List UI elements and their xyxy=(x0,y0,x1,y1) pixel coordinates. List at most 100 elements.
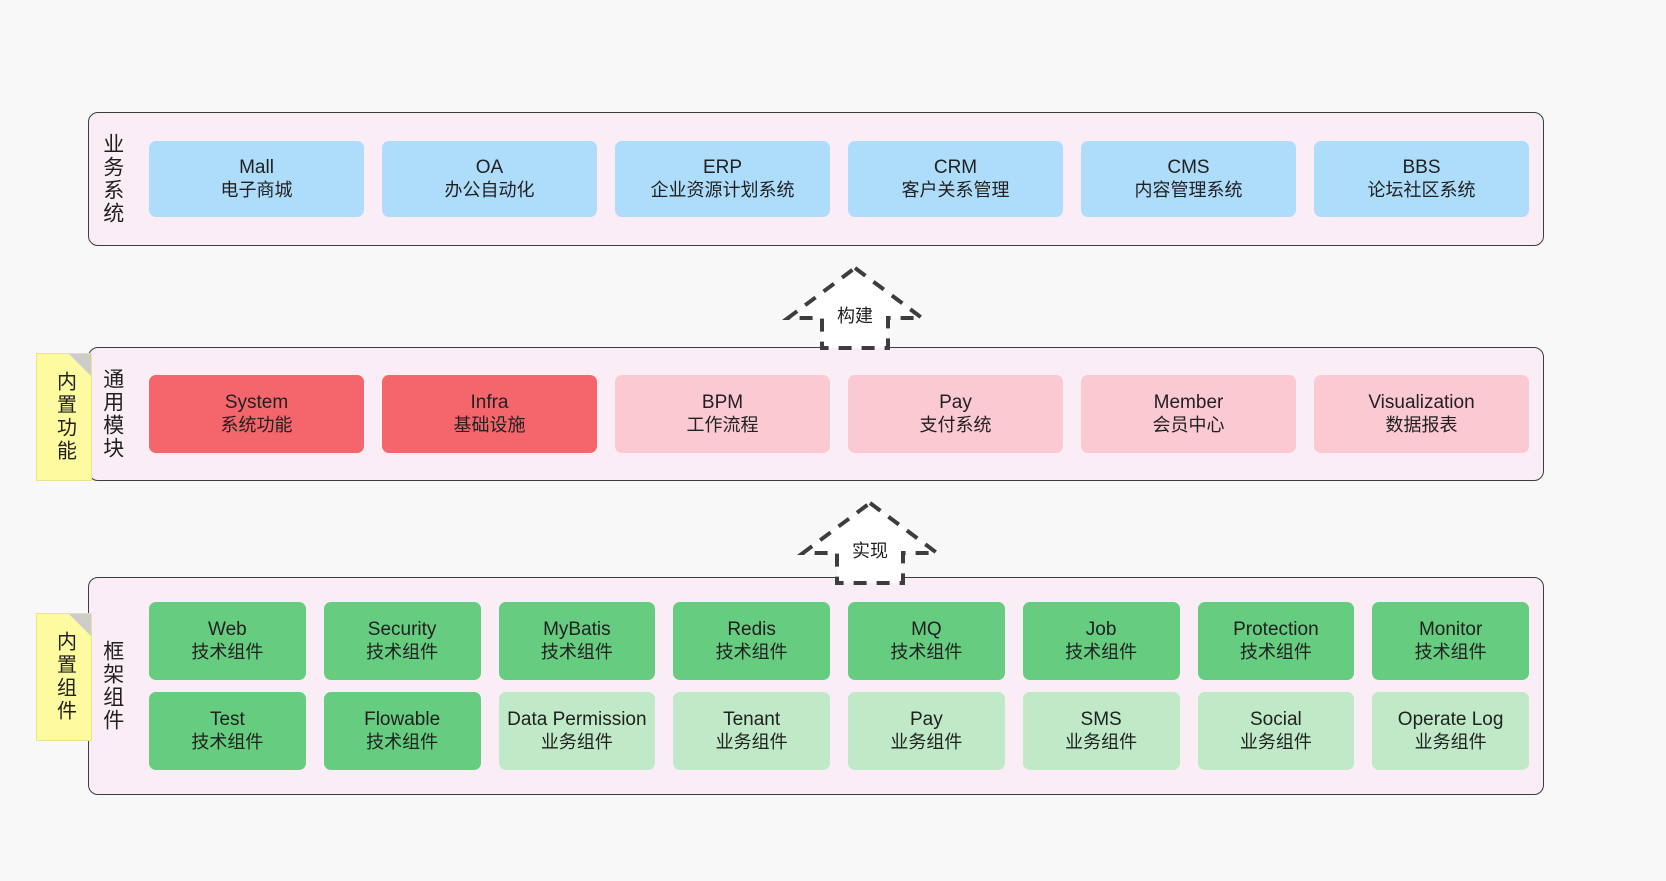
card-visualization[interactable]: Visualization 数据报表 xyxy=(1314,375,1529,453)
card-title-cn: 企业资源计划系统 xyxy=(650,179,795,200)
sticky-note-label: 内置组件 xyxy=(53,631,76,723)
card-title-cn: 支付系统 xyxy=(919,414,992,435)
card-title-cn: 业务组件 xyxy=(1239,731,1312,752)
folded-corner-icon xyxy=(69,614,91,636)
card-title-cn: 技术组件 xyxy=(191,641,264,662)
card-title-en: Test xyxy=(209,709,245,731)
card-row: Mall 电子商城 OA 办公自动化 ERP 企业资源计划系统 CRM 客户关系… xyxy=(149,141,1529,217)
card-data-permission[interactable]: Data Permission 业务组件 xyxy=(498,692,656,770)
card-title-en: Data Permission xyxy=(507,709,647,731)
sticky-note-builtin-features: 内置功能 xyxy=(36,353,92,481)
card-protection[interactable]: Protection 技术组件 xyxy=(1197,602,1355,680)
card-title-en: Redis xyxy=(727,619,776,641)
card-title-cn: 技术组件 xyxy=(1414,641,1487,662)
card-test[interactable]: Test 技术组件 xyxy=(149,692,306,770)
layer-common-modules: 通用模块 System 系统功能 Infra 基础设施 BPM 工作流程 Pay xyxy=(88,347,1544,481)
card-title-cn: 技术组件 xyxy=(715,641,788,662)
card-crm[interactable]: CRM 客户关系管理 xyxy=(848,141,1063,217)
card-title-en: MyBatis xyxy=(543,619,611,641)
card-row: Test 技术组件 Flowable 技术组件 Data Permission … xyxy=(149,692,1529,770)
card-erp[interactable]: ERP 企业资源计划系统 xyxy=(615,141,830,217)
card-title-cn: 办公自动化 xyxy=(444,179,535,200)
card-title-cn: 技术组件 xyxy=(1239,641,1312,662)
layer-body-common-modules: System 系统功能 Infra 基础设施 BPM 工作流程 Pay 支付系统… xyxy=(135,348,1543,480)
card-infra[interactable]: Infra 基础设施 xyxy=(382,375,597,453)
card-redis[interactable]: Redis 技术组件 xyxy=(673,602,830,680)
card-title-en: ERP xyxy=(702,157,743,179)
card-web[interactable]: Web 技术组件 xyxy=(149,602,306,680)
layer-body-framework-components: Web 技术组件 Security 技术组件 MyBatis 技术组件 Redi… xyxy=(135,578,1543,794)
card-mybatis[interactable]: MyBatis 技术组件 xyxy=(498,602,656,680)
card-title-en: Member xyxy=(1153,392,1224,414)
card-title-en: Monitor xyxy=(1418,619,1483,641)
card-title-en: OA xyxy=(475,157,504,179)
card-title-cn: 技术组件 xyxy=(366,731,439,752)
card-oa[interactable]: OA 办公自动化 xyxy=(382,141,597,217)
card-cms[interactable]: CMS 内容管理系统 xyxy=(1081,141,1296,217)
layer-label-common-modules: 通用模块 xyxy=(89,348,135,480)
sticky-note-builtin-components: 内置组件 xyxy=(36,613,92,741)
card-job[interactable]: Job 技术组件 xyxy=(1022,602,1180,680)
card-operate-log[interactable]: Operate Log 业务组件 xyxy=(1372,692,1529,770)
card-sms[interactable]: SMS 业务组件 xyxy=(1022,692,1180,770)
card-title-en: Visualization xyxy=(1368,392,1475,414)
card-social[interactable]: Social 业务组件 xyxy=(1197,692,1355,770)
card-row: System 系统功能 Infra 基础设施 BPM 工作流程 Pay 支付系统… xyxy=(149,375,1529,453)
layer-label-text: 框架组件 xyxy=(100,640,124,732)
card-title-en: BBS xyxy=(1402,157,1441,179)
card-flowable[interactable]: Flowable 技术组件 xyxy=(323,692,481,770)
card-title-cn: 技术组件 xyxy=(366,641,439,662)
layer-body-business-systems: Mall 电子商城 OA 办公自动化 ERP 企业资源计划系统 CRM 客户关系… xyxy=(135,113,1543,245)
layer-label-business-systems: 业务系统 xyxy=(89,113,135,245)
card-title-cn: 技术组件 xyxy=(540,641,613,662)
card-title-en: BPM xyxy=(701,392,744,414)
card-title-cn: 内容管理系统 xyxy=(1134,179,1243,200)
card-title-cn: 系统功能 xyxy=(220,414,293,435)
card-title-cn: 业务组件 xyxy=(890,731,963,752)
card-title-cn: 数据报表 xyxy=(1385,414,1458,435)
card-mq[interactable]: MQ 技术组件 xyxy=(848,602,1005,680)
card-title-cn: 会员中心 xyxy=(1152,414,1225,435)
folded-corner-icon xyxy=(69,354,91,376)
card-title-cn: 业务组件 xyxy=(1414,731,1487,752)
card-security[interactable]: Security 技术组件 xyxy=(323,602,481,680)
arrow-build-shape xyxy=(781,265,929,350)
card-pay-business[interactable]: Pay 业务组件 xyxy=(848,692,1005,770)
card-mall[interactable]: Mall 电子商城 xyxy=(149,141,364,217)
card-bpm[interactable]: BPM 工作流程 xyxy=(615,375,830,453)
card-title-en: CRM xyxy=(933,157,978,179)
card-title-en: Tenant xyxy=(723,709,781,731)
layer-label-framework-components: 框架组件 xyxy=(89,578,135,794)
card-member[interactable]: Member 会员中心 xyxy=(1081,375,1296,453)
card-title-en: Pay xyxy=(910,709,943,731)
arrow-build: 构建 xyxy=(770,262,940,352)
card-system[interactable]: System 系统功能 xyxy=(149,375,364,453)
card-title-cn: 技术组件 xyxy=(890,641,963,662)
card-title-en: Job xyxy=(1085,619,1117,641)
arrow-implement: 实现 xyxy=(785,497,955,587)
card-row: Web 技术组件 Security 技术组件 MyBatis 技术组件 Redi… xyxy=(149,602,1529,680)
card-tenant[interactable]: Tenant 业务组件 xyxy=(673,692,830,770)
card-title-en: Protection xyxy=(1233,619,1319,641)
arrow-implement-shape xyxy=(796,500,944,585)
card-title-en: SMS xyxy=(1080,709,1122,731)
card-bbs[interactable]: BBS 论坛社区系统 xyxy=(1314,141,1529,217)
sticky-note-label: 内置功能 xyxy=(53,371,76,463)
card-title-en: Flowable xyxy=(364,709,441,731)
layer-business-systems: 业务系统 Mall 电子商城 OA 办公自动化 ERP 企业资源计划系统 CRM xyxy=(88,112,1544,246)
card-pay[interactable]: Pay 支付系统 xyxy=(848,375,1063,453)
card-title-cn: 业务组件 xyxy=(715,731,788,752)
card-title-cn: 业务组件 xyxy=(1065,731,1138,752)
card-title-en: Social xyxy=(1250,709,1302,731)
card-title-cn: 业务组件 xyxy=(540,731,613,752)
card-title-cn: 工作流程 xyxy=(686,414,759,435)
layer-framework-components: 框架组件 Web 技术组件 Security 技术组件 MyBatis 技术组件… xyxy=(88,577,1544,795)
card-title-en: Infra xyxy=(470,392,509,414)
card-monitor[interactable]: Monitor 技术组件 xyxy=(1372,602,1529,680)
card-title-en: Operate Log xyxy=(1397,709,1504,731)
card-title-cn: 技术组件 xyxy=(1065,641,1138,662)
layer-label-text: 业务系统 xyxy=(100,133,124,225)
layer-label-text: 通用模块 xyxy=(100,368,124,460)
card-title-en: Security xyxy=(367,619,437,641)
card-title-cn: 基础设施 xyxy=(453,414,526,435)
